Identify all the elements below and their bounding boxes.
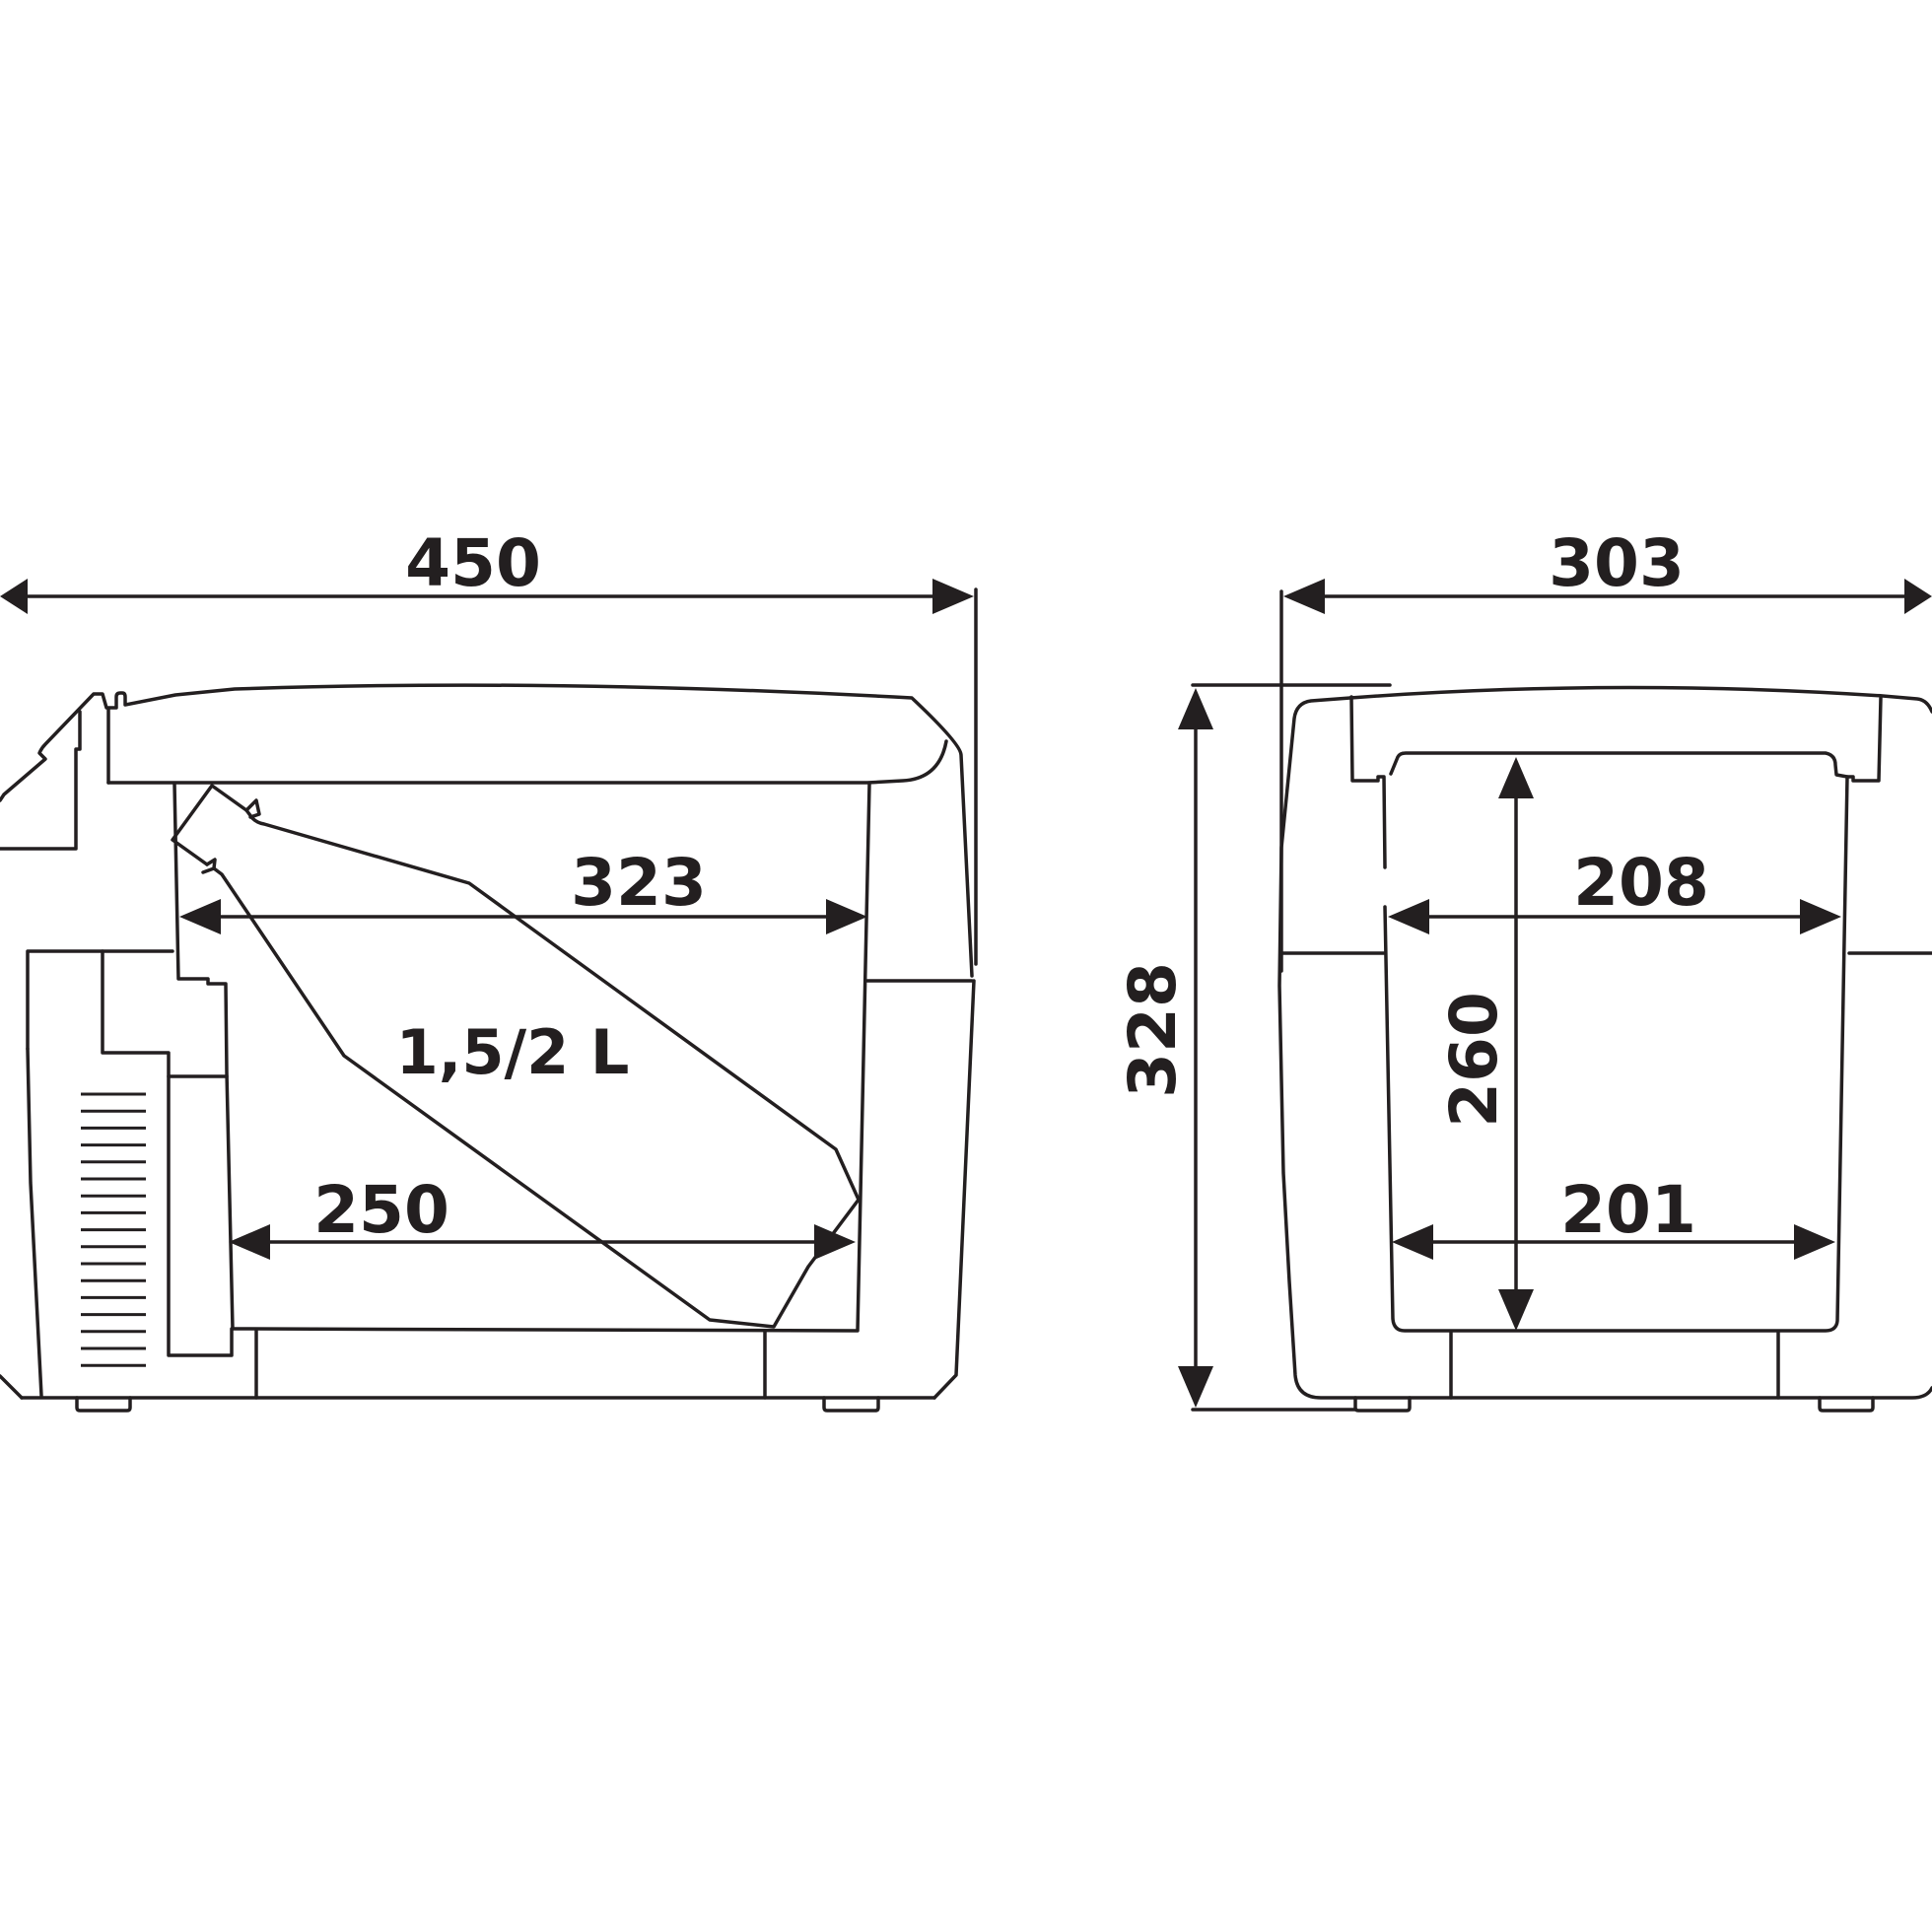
dim-303-label: 303 [1549, 525, 1685, 601]
dim-323-arrow-right [826, 899, 867, 934]
dim-323-label: 323 [571, 845, 707, 921]
dim-260-label: 260 [1436, 992, 1512, 1128]
dim-328-arrow-top [1178, 688, 1213, 729]
front-view: 303 328 208 201 260 [1115, 525, 1932, 1413]
front-lid-inner [1349, 695, 1883, 869]
bottle-capacity-label: 1,5/2 L [396, 1016, 630, 1088]
dim-450-arrow-right [932, 579, 974, 614]
dim-208-label: 208 [1573, 845, 1709, 921]
side-vent-grille [81, 1092, 146, 1367]
dim-303-arrow-left [1283, 579, 1325, 614]
dim-303-arrow-right [1904, 579, 1932, 614]
side-control-panel-lower [26, 1047, 43, 1398]
side-control-box [101, 949, 234, 1357]
side-body-right-wall [932, 979, 976, 1400]
front-body-outline [1277, 685, 1932, 1400]
bottle-outline [171, 784, 861, 1329]
front-interior-compartment [1383, 751, 1849, 1333]
dim-450-label: 450 [405, 525, 541, 601]
side-interior-bottom-seam [254, 1329, 767, 1400]
dim-208-arrow-right [1800, 899, 1841, 934]
side-lid-bottom [106, 739, 948, 785]
front-foot-left [1353, 1396, 1412, 1413]
dim-250-arrow-right [814, 1224, 856, 1260]
dim-208-arrow-left [1388, 899, 1429, 934]
side-body-left-wall [0, 1374, 24, 1400]
dim-201-arrow-left [1392, 1224, 1433, 1260]
side-foot-left [75, 1396, 132, 1413]
side-interior-compartment [172, 782, 871, 1333]
side-control-panel [26, 949, 174, 1051]
side-handle-inner [0, 710, 82, 851]
dim-323-arrow-left [179, 899, 221, 934]
dim-201-label: 201 [1560, 1172, 1696, 1248]
dim-250-label: 250 [313, 1172, 449, 1248]
dim-450-arrow-left [0, 579, 28, 614]
dim-250-arrow-left [229, 1224, 270, 1260]
side-handle [0, 692, 108, 802]
dim-328-label: 328 [1115, 962, 1191, 1098]
dim-260-arrow-top [1498, 757, 1534, 798]
dim-201-arrow-right [1794, 1224, 1835, 1260]
front-bottom-seams [1449, 1331, 1780, 1400]
front-foot-right [1818, 1396, 1875, 1413]
side-view: 450 323 250 1,5/2 L [0, 525, 978, 1413]
side-foot-right [822, 1396, 880, 1413]
dim-260-arrow-bottom [1498, 1289, 1534, 1331]
side-lid-outline [106, 683, 974, 978]
bottle-cap [201, 798, 261, 874]
dim-328-arrow-bottom [1178, 1366, 1213, 1408]
